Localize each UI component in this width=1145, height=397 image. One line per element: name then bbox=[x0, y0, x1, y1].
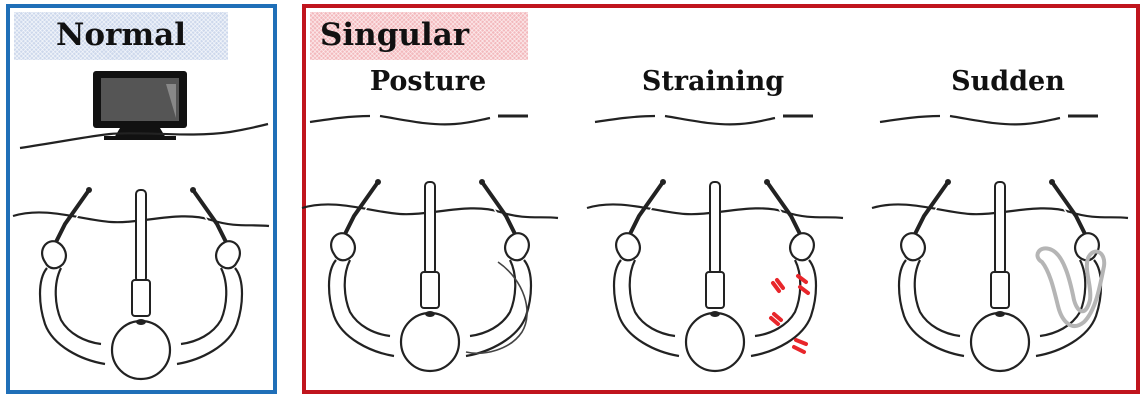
surgeon-posture bbox=[302, 179, 558, 371]
monitor-line-sudden bbox=[880, 116, 1098, 124]
monitor-line-straining bbox=[595, 116, 813, 124]
surgeon-normal bbox=[13, 187, 269, 379]
strained-arm-posture bbox=[466, 262, 527, 353]
monitor-icon bbox=[93, 71, 187, 138]
monitor-line-posture bbox=[310, 116, 528, 124]
